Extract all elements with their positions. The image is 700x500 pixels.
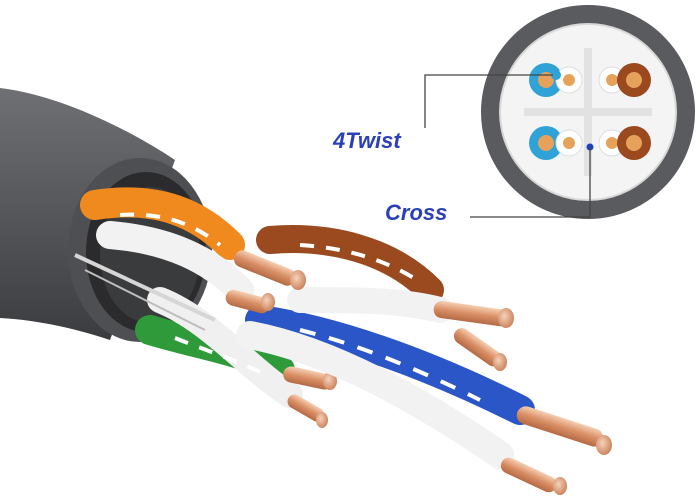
- cross-section-diagram: [481, 5, 695, 219]
- leader-lines: [424, 74, 591, 218]
- callout-cross: Cross: [385, 200, 448, 225]
- brown-pair: [256, 225, 514, 371]
- orange-pair: [80, 187, 306, 314]
- cross-spline: [74, 253, 216, 331]
- callout-4twist: 4Twist: [333, 128, 401, 153]
- green-pair: [135, 287, 337, 428]
- blue-pair: [236, 305, 612, 495]
